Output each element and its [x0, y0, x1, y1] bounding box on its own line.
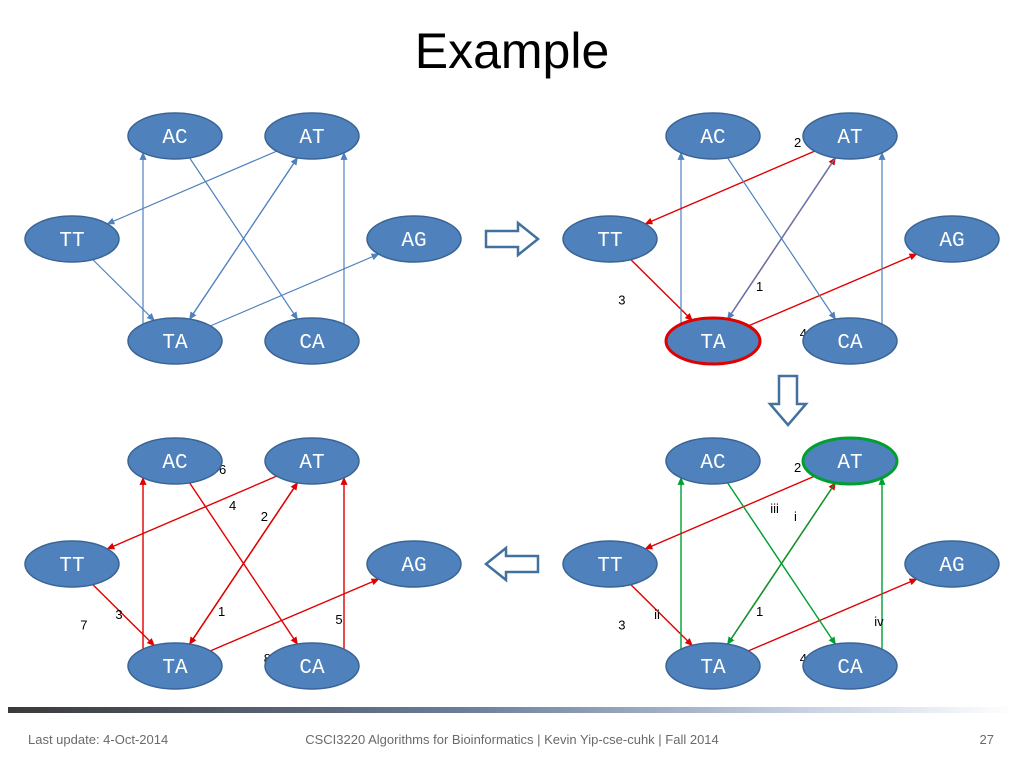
- node-label: CA: [299, 657, 325, 680]
- edge-order-label: iv: [874, 614, 884, 629]
- edge-ta-ag: [210, 253, 380, 327]
- slide-title: Example: [414, 23, 610, 79]
- node-label: TT: [597, 555, 622, 578]
- edge-order-label: 2: [261, 509, 268, 524]
- node-at: [802, 112, 898, 160]
- edge-order-label: 3: [115, 607, 122, 622]
- edge-ac-ca: [727, 482, 836, 645]
- edge-order-label: 4: [800, 651, 807, 666]
- node-ta: [664, 316, 762, 366]
- edge-order-label: 2: [794, 135, 801, 150]
- node-ac: [665, 437, 761, 485]
- node-label: AG: [401, 230, 426, 253]
- node-label: TT: [597, 230, 622, 253]
- page-number: 27: [979, 732, 994, 747]
- edge-at-tt: [644, 150, 815, 225]
- node-ta: [127, 642, 223, 690]
- node-label: CA: [837, 332, 863, 355]
- edge-at-tt: [106, 150, 277, 225]
- edge-ac-ca: [189, 157, 298, 320]
- node-ac: [127, 437, 223, 485]
- node-at: [801, 436, 899, 486]
- edge-order-label: 1: [756, 604, 763, 619]
- node-label: AG: [939, 230, 964, 253]
- node-tt: [562, 540, 658, 588]
- node-label: TA: [162, 657, 188, 680]
- edge-tt-ta: [92, 584, 155, 647]
- node-label: AC: [162, 452, 187, 475]
- panel-first-cycle: 3 1 4 2 AC AT TT AG TA CA: [562, 112, 1000, 366]
- footer-course-info: CSCI3220 Algorithms for Bioinformatics |…: [305, 732, 719, 747]
- node-ag: [366, 540, 462, 588]
- edge-order-label: iii: [770, 501, 779, 516]
- node-label: CA: [299, 332, 325, 355]
- node-label: TT: [59, 230, 84, 253]
- node-label: AT: [837, 452, 862, 475]
- edge-tt-ta: [630, 584, 693, 647]
- node-at: [264, 437, 360, 485]
- node-label: AT: [837, 127, 862, 150]
- edge-at-tt: [106, 475, 277, 550]
- node-label: AC: [700, 127, 725, 150]
- node-ca: [264, 317, 360, 365]
- edge-order-label: 6: [219, 462, 226, 477]
- node-label: CA: [837, 657, 863, 680]
- edge-order-label: 7: [80, 618, 87, 633]
- node-ca: [802, 317, 898, 365]
- edge-order-label: 5: [335, 612, 342, 627]
- node-ag: [366, 215, 462, 263]
- node-at: [264, 112, 360, 160]
- node-label: AC: [162, 127, 187, 150]
- node-tt: [24, 215, 120, 263]
- node-label: AG: [939, 555, 964, 578]
- node-ta: [127, 317, 223, 365]
- edge-order-label: 4: [800, 326, 807, 341]
- transition-arrow-left: [483, 545, 540, 583]
- edge-order-label: 2: [794, 460, 801, 475]
- edge-order-label: 4: [229, 498, 236, 513]
- edge-tt-ta: [630, 259, 693, 322]
- node-ca: [802, 642, 898, 690]
- node-label: TT: [59, 555, 84, 578]
- node-ac: [127, 112, 223, 160]
- node-ac: [665, 112, 761, 160]
- edge-tt-ta: [92, 259, 155, 322]
- node-label: AT: [299, 127, 324, 150]
- edge-order-label: i: [794, 509, 797, 524]
- node-label: TA: [700, 332, 726, 355]
- footer-divider: [8, 707, 1016, 713]
- node-ca: [264, 642, 360, 690]
- node-label: AG: [401, 555, 426, 578]
- edge-ta-ag: [210, 578, 380, 652]
- panel-merged-tour: 73186245ACATTTAGTACA: [24, 437, 462, 690]
- edge-order-label: ii: [654, 607, 660, 622]
- edge-ta-ag: [748, 253, 918, 327]
- node-label: TA: [162, 332, 188, 355]
- node-label: TA: [700, 657, 726, 680]
- edge-order-label: 3: [618, 293, 625, 308]
- node-tt: [562, 215, 658, 263]
- node-label: AT: [299, 452, 324, 475]
- edge-ac-ca: [189, 482, 298, 645]
- transition-arrow-down: [767, 374, 809, 427]
- edge-ac-ca: [727, 157, 836, 320]
- edge-order-label: 1: [218, 604, 225, 619]
- node-tt: [24, 540, 120, 588]
- footer-last-update: Last update: 4-Oct-2014: [28, 732, 169, 747]
- transition-arrow-right: [484, 220, 541, 258]
- node-label: AC: [700, 452, 725, 475]
- node-ta: [665, 642, 761, 690]
- edge-order-label: 1: [756, 279, 763, 294]
- panel-initial: AC AT TT AG TA CA: [24, 112, 462, 365]
- edge-order-label: 3: [618, 618, 625, 633]
- edge-at-tt: [644, 475, 815, 550]
- node-ag: [904, 540, 1000, 588]
- edge-ta-ag: [748, 578, 918, 652]
- node-ag: [904, 215, 1000, 263]
